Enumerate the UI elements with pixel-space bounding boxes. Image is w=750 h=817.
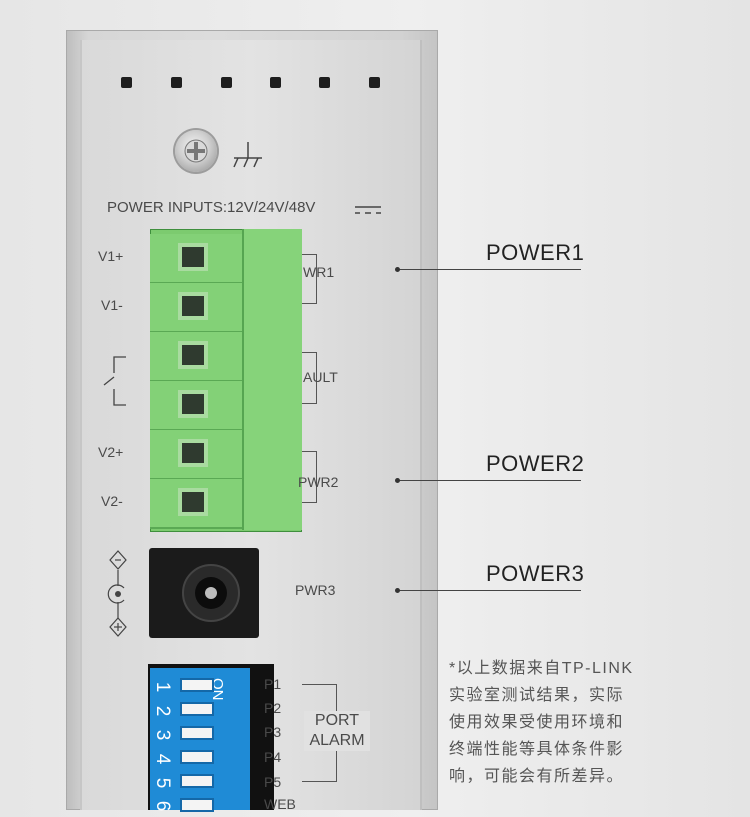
terminal-screw-hole (178, 488, 208, 516)
note-line: 使用效果受使用环境和 (449, 714, 625, 731)
label-pwr2: PWR2 (298, 474, 339, 490)
port-alarm-line2: ALARM (309, 732, 365, 749)
pwr1-bracket (302, 254, 317, 304)
label-pwr3: PWR3 (295, 582, 336, 598)
callout-line (398, 480, 581, 481)
dc-polarity-icon (107, 550, 127, 637)
callout-line (398, 590, 581, 591)
label-v1-plus: V1+ (98, 248, 124, 264)
dc-symbol-icon (355, 206, 381, 214)
port-label: P5 (264, 774, 282, 790)
label-v2-minus: V2- (101, 493, 123, 509)
dip-switch-toggle[interactable] (180, 750, 214, 764)
dip-switch-toggle[interactable] (180, 702, 214, 716)
dc-power-jack (149, 548, 259, 638)
port-label: P3 (264, 724, 282, 740)
dip-switch-toggle[interactable] (180, 774, 214, 788)
label-pwr1: WR1 (303, 264, 335, 280)
relay-contact-icon (103, 356, 126, 406)
terminal-screw-hole (178, 390, 208, 418)
vent-slot (319, 77, 330, 88)
callout-power2: POWER2 (486, 451, 585, 476)
dip-switch-toggle[interactable] (180, 678, 214, 692)
callout-power1: POWER1 (486, 240, 585, 265)
vent-slot (171, 77, 182, 88)
port-alarm-label: PORT ALARM (304, 711, 370, 751)
vent-slot (121, 77, 132, 88)
note-line: 响，可能会有所差异。 (449, 768, 625, 785)
dip-number: 2 (152, 705, 173, 717)
callout-dot (395, 478, 400, 483)
callout-line (398, 269, 581, 270)
terminal-side (242, 229, 302, 530)
callout-dot (395, 267, 400, 272)
pwr2-bracket (302, 451, 317, 503)
terminal-screw-hole (178, 292, 208, 320)
power-inputs-label: POWER INPUTS:12V/24V/48V (107, 199, 316, 216)
dip-switch-toggle[interactable] (180, 726, 214, 740)
vent-slot (270, 77, 281, 88)
terminal-screw-hole (178, 341, 208, 369)
dip-number: 1 (152, 681, 173, 693)
port-label: P4 (264, 749, 282, 765)
label-v1-minus: V1- (101, 297, 123, 313)
vent-slot (369, 77, 380, 88)
label-v2-plus: V2+ (98, 444, 124, 460)
dip-number: 6 (152, 800, 173, 812)
note-line: 实验室测试结果，实际 (449, 687, 625, 704)
fault-bracket (302, 352, 317, 404)
dip-number: 3 (152, 729, 173, 741)
label-fault: AULT (303, 369, 338, 385)
note-line: 终端性能等具体条件影 (449, 741, 625, 758)
vent-slot (221, 77, 232, 88)
dip-number: 5 (152, 777, 173, 789)
callout-power3: POWER3 (486, 561, 585, 586)
callout-dot (395, 588, 400, 593)
ground-screw (175, 130, 217, 172)
terminal-screw-hole (178, 243, 208, 271)
ground-icon (233, 142, 262, 168)
dip-number: 4 (152, 753, 173, 765)
terminal-screw-hole (178, 439, 208, 467)
port-label: WEB (264, 796, 296, 812)
port-label: P1 (264, 676, 282, 692)
port-label: P2 (264, 700, 282, 716)
disclaimer-note: *以上数据来自TP-LINK 实验室测试结果，实际 使用效果受使用环境和 终端性… (449, 655, 664, 790)
note-line: *以上数据来自TP-LINK (449, 660, 634, 677)
port-alarm-line1: PORT (314, 712, 360, 729)
